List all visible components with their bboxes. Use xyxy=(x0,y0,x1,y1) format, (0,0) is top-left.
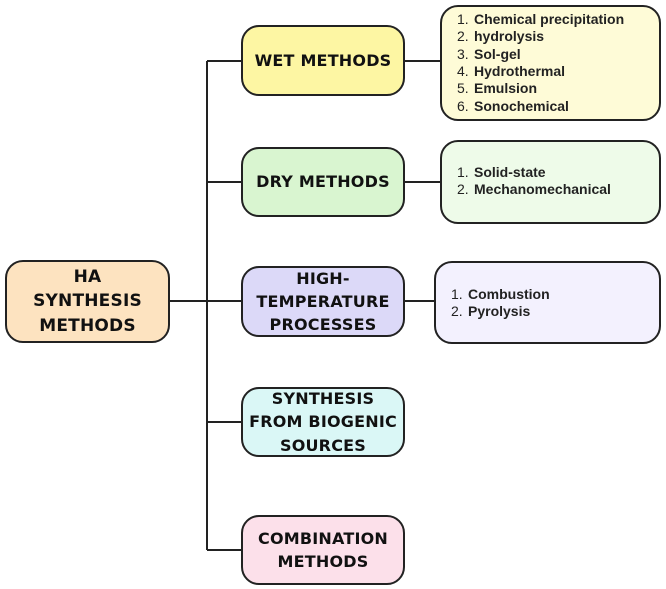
category-label: DRY METHODS xyxy=(256,172,390,192)
list-item: Combustion xyxy=(451,286,550,304)
list-item: Chemical precipitation xyxy=(457,10,625,29)
category-label: SYNTHESIS FROM BIOGENIC SOURCES xyxy=(249,389,397,455)
list-item: Emulsion xyxy=(457,80,538,98)
category-label: WET METHODS xyxy=(254,50,392,70)
list-item: Pyrolysis xyxy=(451,303,531,321)
dry-methods-list: Solid-state Mechanomechanical xyxy=(440,140,661,224)
list-item: Sol-gel xyxy=(457,45,521,64)
list-item: Sonochemical xyxy=(457,97,569,116)
category-synthesis-from-biogenic-sources: SYNTHESIS FROM BIOGENIC SOURCES xyxy=(241,387,405,457)
category-high-temperature-processes: HIGH-TEMPERATURE PROCESSES xyxy=(241,266,405,337)
category-wet-methods: WET METHODS xyxy=(241,25,405,96)
list-item: Solid-state xyxy=(457,164,546,182)
category-label: HIGH-TEMPERATURE PROCESSES xyxy=(256,268,390,335)
category-dry-methods: DRY METHODS xyxy=(241,147,405,217)
high-temperature-list: Combustion Pyrolysis xyxy=(434,261,661,344)
category-combination-methods: COMBINATION METHODS xyxy=(241,515,405,585)
list-item: Hydrothermal xyxy=(457,63,566,81)
root-label: HA SYNTHESIS METHODS xyxy=(33,266,142,336)
wet-methods-list: Chemical precipitation hydrolysis Sol-ge… xyxy=(440,5,661,121)
category-label: COMBINATION METHODS xyxy=(258,528,389,571)
list-item: Mechanomechanical xyxy=(457,181,611,199)
list-item: hydrolysis xyxy=(457,28,545,46)
root-node: HA SYNTHESIS METHODS xyxy=(5,260,170,343)
